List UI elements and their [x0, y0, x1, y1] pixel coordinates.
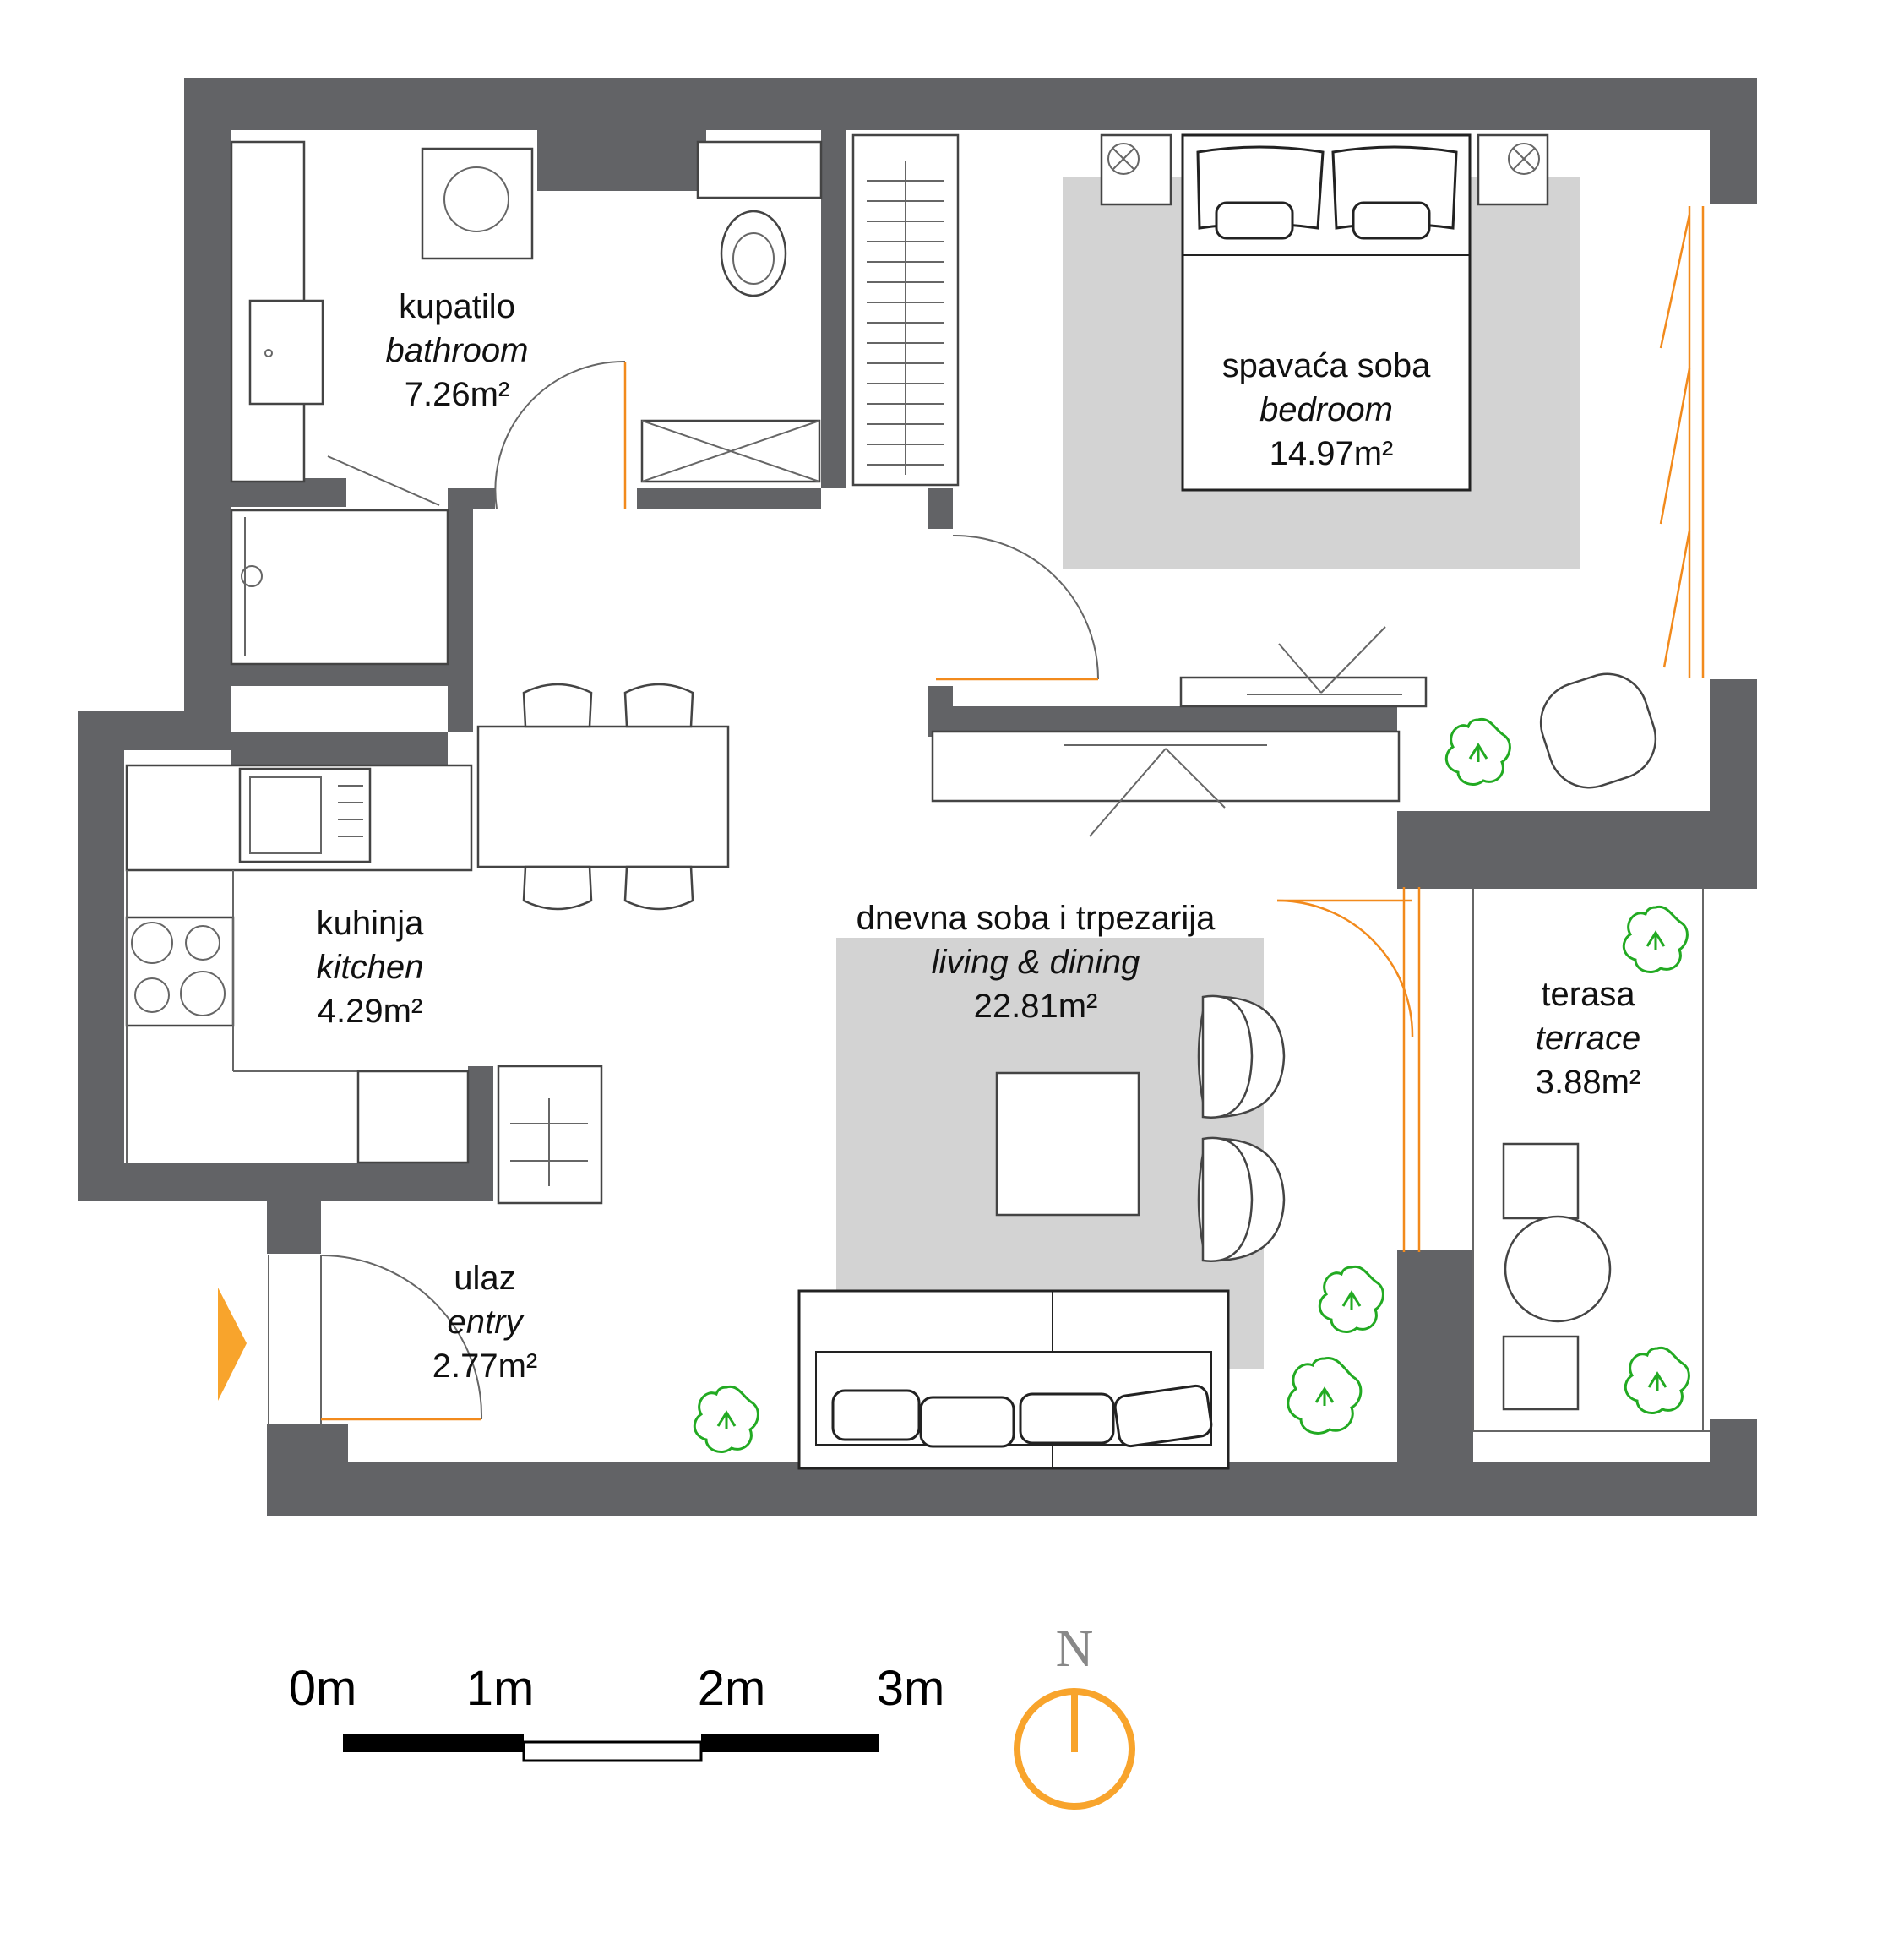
- bathroom-fixtures: [230, 140, 823, 666]
- bathroom-name-en: bathroom: [386, 332, 529, 369]
- terrace-furniture: [1472, 889, 1710, 1432]
- nightstands: [1100, 133, 1549, 206]
- north-compass-icon: N: [1014, 1620, 1135, 1810]
- room-label-bedroom: spavaća soba bedroom 14.97m²: [1222, 347, 1432, 472]
- room-label-terrace: terasa terrace 3.88m²: [1536, 976, 1641, 1101]
- bathroom-door: [494, 360, 627, 509]
- plant-icon: [1624, 1346, 1690, 1414]
- living-name-en: living & dining: [932, 944, 1140, 981]
- room-label-living: dnevna soba i trpezarija living & dining…: [857, 900, 1216, 1025]
- bedroom-tv-stand: [1179, 626, 1428, 708]
- living-name: dnevna soba i trpezarija: [857, 900, 1216, 937]
- kitchen-area: 4.29m²: [318, 993, 423, 1030]
- kitchen-fixtures: [125, 764, 603, 1205]
- entry-area: 2.77m²: [432, 1348, 538, 1385]
- entry-name-en: entry: [448, 1304, 525, 1341]
- room-label-kitchen: kuhinja kitchen 4.29m²: [317, 905, 425, 1030]
- plant-icon: [1287, 1356, 1363, 1435]
- plant-icon: [1444, 717, 1511, 786]
- plants: [693, 717, 1690, 1453]
- terrace-door: [1276, 887, 1421, 1252]
- living-tv-unit: [931, 730, 1401, 837]
- bedroom-name: spavaća soba: [1222, 347, 1432, 384]
- plant-icon: [1318, 1265, 1384, 1333]
- entry-door: [268, 1255, 483, 1428]
- room-label-entry: ulaz entry 2.77m²: [432, 1260, 538, 1385]
- lounge-area: [995, 994, 1286, 1262]
- scale-label-2: 2m: [698, 1661, 766, 1716]
- bedroom-area: 14.97m²: [1270, 435, 1394, 472]
- entry-name: ulaz: [454, 1260, 515, 1297]
- bedroom-window: [1659, 206, 1705, 678]
- bedroom-name-en: bedroom: [1259, 391, 1393, 428]
- bedroom-door: [936, 534, 1099, 681]
- walls: [78, 78, 1757, 1516]
- bed: [1181, 133, 1472, 492]
- plant-icon: [1622, 905, 1689, 973]
- terrace-name-en: terrace: [1536, 1020, 1641, 1057]
- terrace-name: terasa: [1541, 976, 1635, 1013]
- bathroom-area: 7.26m²: [405, 376, 510, 413]
- scale-label-3: 3m: [877, 1661, 945, 1716]
- scale-bar: 0m 1m 2m 3m: [289, 1661, 945, 1762]
- kitchen-name: kuhinja: [317, 905, 425, 942]
- kitchen-name-en: kitchen: [317, 949, 424, 986]
- bathroom-name: kupatilo: [399, 288, 515, 325]
- plant-icon: [693, 1385, 759, 1453]
- room-label-bathroom: kupatilo bathroom 7.26m²: [386, 288, 529, 413]
- north-label: N: [1056, 1620, 1094, 1678]
- terrace-area: 3.88m²: [1536, 1064, 1641, 1101]
- entrance-arrow-icon: [218, 1288, 247, 1401]
- wardrobe: [851, 133, 960, 487]
- scale-label-1: 1m: [466, 1661, 535, 1716]
- sofa: [797, 1289, 1230, 1470]
- dining-table-set: [476, 683, 730, 911]
- scale-label-0: 0m: [289, 1661, 357, 1716]
- bedroom-armchair: [1539, 672, 1657, 789]
- living-area: 22.81m²: [974, 988, 1098, 1025]
